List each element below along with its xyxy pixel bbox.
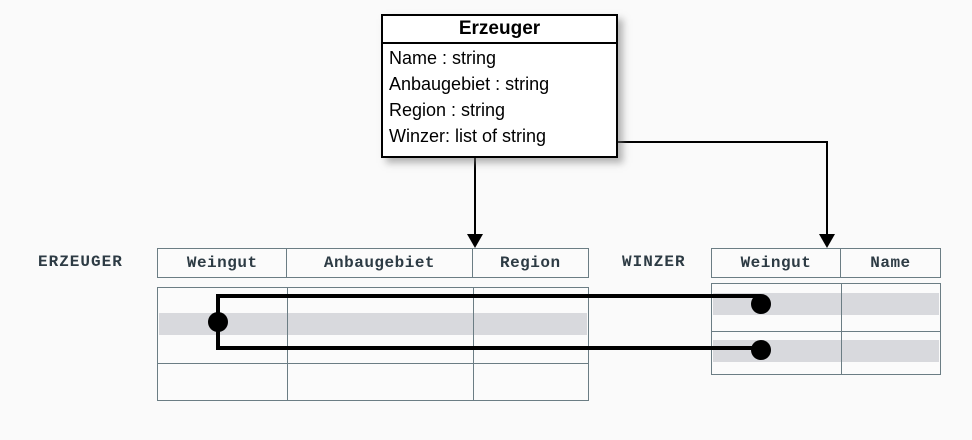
table-body-erzeuger [157,287,589,401]
uml-attribute-region: Region : string [389,100,506,120]
uml-attribute-name: Name : string [389,48,497,68]
table-column-divider [841,284,842,374]
relation-line-lower [216,346,761,350]
uml-class-title: Erzeuger [383,16,616,44]
table-row-divider [712,331,940,332]
connector-elbow-vertical-winzer [826,141,828,234]
arrow-head-erzeuger [467,234,483,248]
table-body-winzer [711,283,941,375]
table-header-winzer: Weingut Name [711,248,941,278]
arrow-head-winzer [819,234,835,248]
table-row-highlight [713,340,939,362]
table-row-divider [158,363,588,364]
relation-dot-winzer-row1 [751,294,771,314]
table-header-erzeuger: Weingut Anbaugebiet Region [157,248,589,278]
connector-line-erzeuger [474,158,476,234]
table-column-divider [473,288,474,400]
table-label-winzer: WINZER [622,253,686,271]
column-header-weingut: Weingut [712,249,841,277]
relation-dot-erzeuger [208,312,228,332]
column-header-anbaugebiet: Anbaugebiet [287,249,473,277]
column-header-region: Region [499,254,561,272]
column-header-name: Name [870,254,911,272]
relation-line-upper [216,294,761,298]
connector-elbow-horizontal-winzer [606,141,828,143]
relation-dot-winzer-row3 [751,340,771,360]
uml-attribute-anbaugebiet: Anbaugebiet : string [389,74,550,94]
table-row-highlight [159,313,587,335]
uml-attribute-list: Name : string Anbaugebiet : string Regio… [383,44,616,149]
uml-class-erzeuger: Erzeuger Name : string Anbaugebiet : str… [381,14,618,158]
column-header-weingut: Weingut [158,249,288,277]
table-label-erzeuger: ERZEUGER [38,253,123,271]
uml-attribute-winzer: Winzer: list of string [389,126,547,146]
table-column-divider [287,288,288,400]
